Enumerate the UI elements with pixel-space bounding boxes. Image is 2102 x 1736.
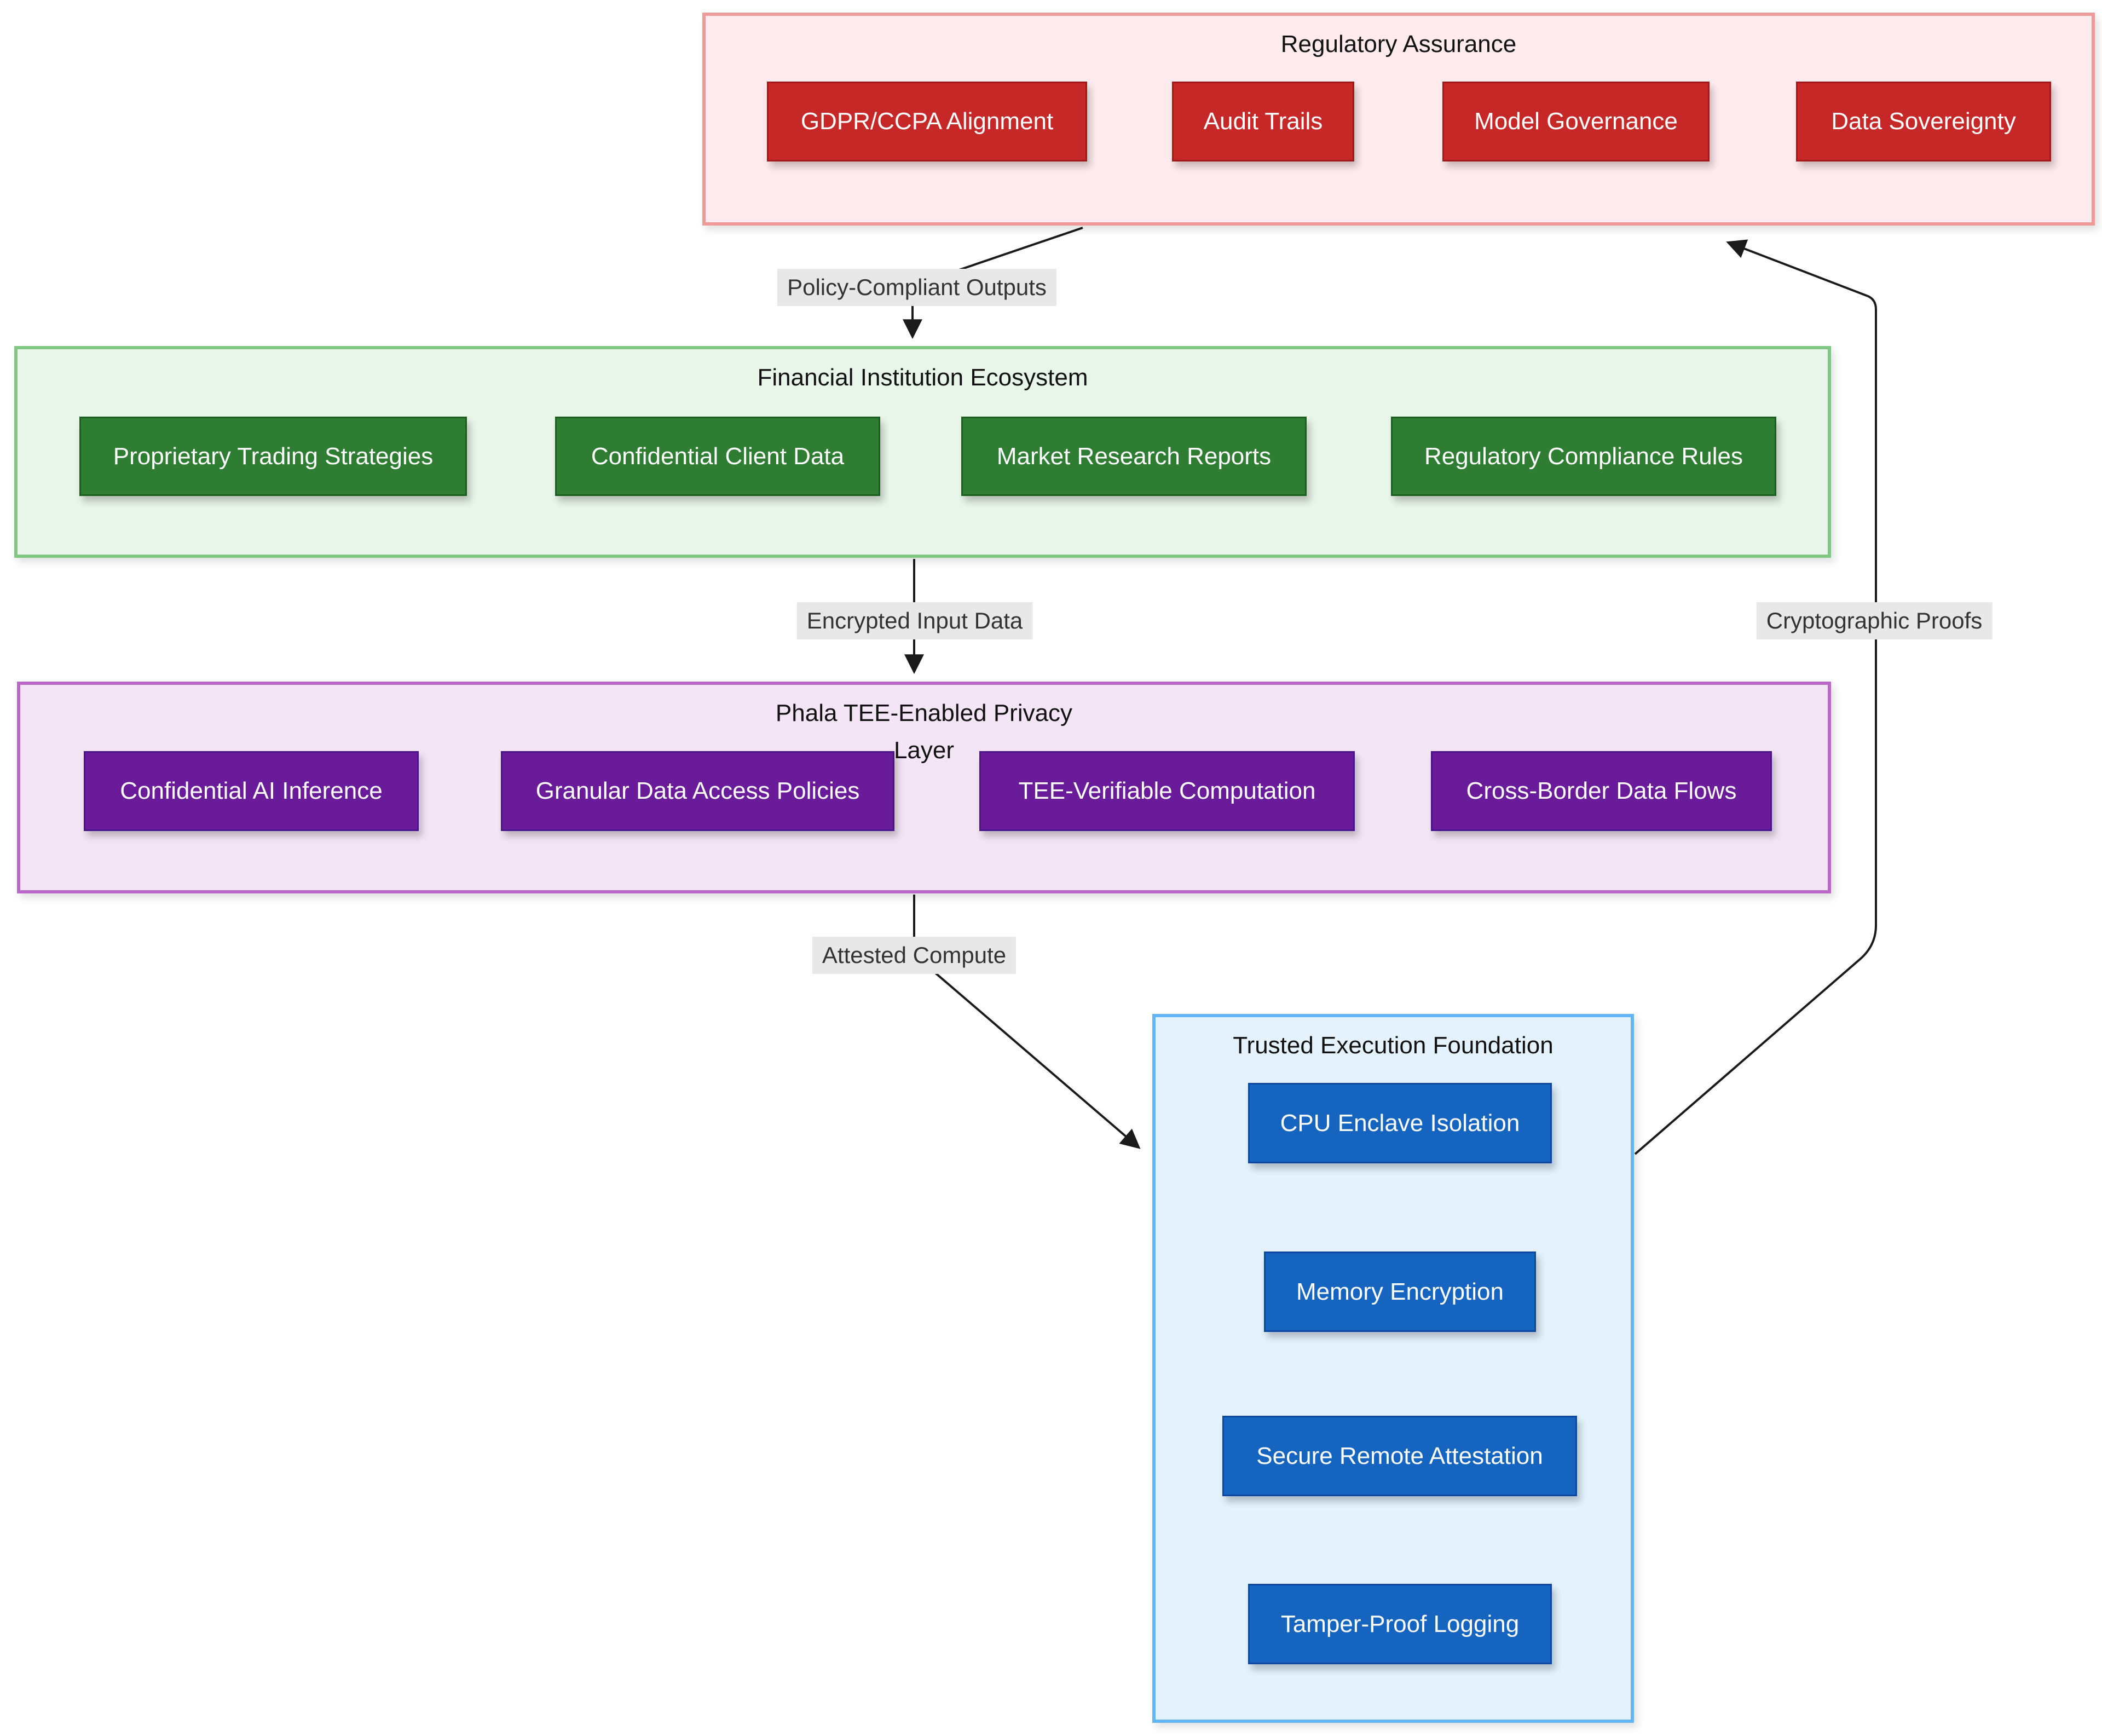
node-model-governance: Model Governance xyxy=(1442,82,1710,162)
node-secure-remote-attestation: Secure Remote Attestation xyxy=(1222,1416,1577,1496)
node-granular-data-access-policies: Granular Data Access Policies xyxy=(501,751,894,831)
node-regulatory-compliance-rules: Regulatory Compliance Rules xyxy=(1391,417,1776,496)
node-memory-encryption: Memory Encryption xyxy=(1264,1251,1536,1332)
edge-label-cryptographic-proofs: Cryptographic Proofs xyxy=(1756,602,1993,639)
node-cross-border-data-flows: Cross-Border Data Flows xyxy=(1431,751,1772,831)
group-financial-institution-ecosystem-title: Financial Institution Ecosystem xyxy=(757,364,1088,391)
edge-attested-compute xyxy=(913,895,1141,1149)
node-gdpr-ccpa-alignment: GDPR/CCPA Alignment xyxy=(767,82,1087,162)
group-financial-institution-ecosystem: Financial Institution Ecosystem Propriet… xyxy=(14,346,1831,558)
edge-label-encrypted-input-data: Encrypted Input Data xyxy=(796,602,1033,639)
group-trusted-execution-foundation: Trusted Execution Foundation CPU Enclave… xyxy=(1152,1014,1634,1723)
group-regulatory-assurance-title: Regulatory Assurance xyxy=(1280,31,1517,57)
node-tee-verifiable-computation: TEE-Verifiable Computation xyxy=(979,751,1355,831)
node-audit-trails: Audit Trails xyxy=(1172,82,1354,162)
node-tamper-proof-logging: Tamper-Proof Logging xyxy=(1248,1584,1552,1664)
node-confidential-client-data: Confidential Client Data xyxy=(555,417,880,496)
node-data-sovereignty: Data Sovereignty xyxy=(1796,82,2051,162)
group-regulatory-assurance: Regulatory Assurance GDPR/CCPA Alignment… xyxy=(702,13,2095,226)
group-phala-tee-privacy-layer: Phala TEE-Enabled Privacy Layer Confiden… xyxy=(17,682,1831,893)
edge-label-policy-compliant-outputs: Policy-Compliant Outputs xyxy=(777,269,1056,306)
group-phala-tee-privacy-layer-title: Phala TEE-Enabled Privacy Layer xyxy=(775,700,1073,764)
group-trusted-execution-foundation-title: Trusted Execution Foundation xyxy=(1233,1032,1554,1059)
node-market-research-reports: Market Research Reports xyxy=(961,417,1307,496)
node-proprietary-trading-strategies: Proprietary Trading Strategies xyxy=(79,417,467,496)
edge-label-attested-compute: Attested Compute xyxy=(812,937,1017,974)
node-confidential-ai-inference: Confidential AI Inference xyxy=(84,751,419,831)
node-cpu-enclave-isolation: CPU Enclave Isolation xyxy=(1248,1083,1552,1163)
edge-cryptographic-proofs xyxy=(1634,239,1877,1155)
